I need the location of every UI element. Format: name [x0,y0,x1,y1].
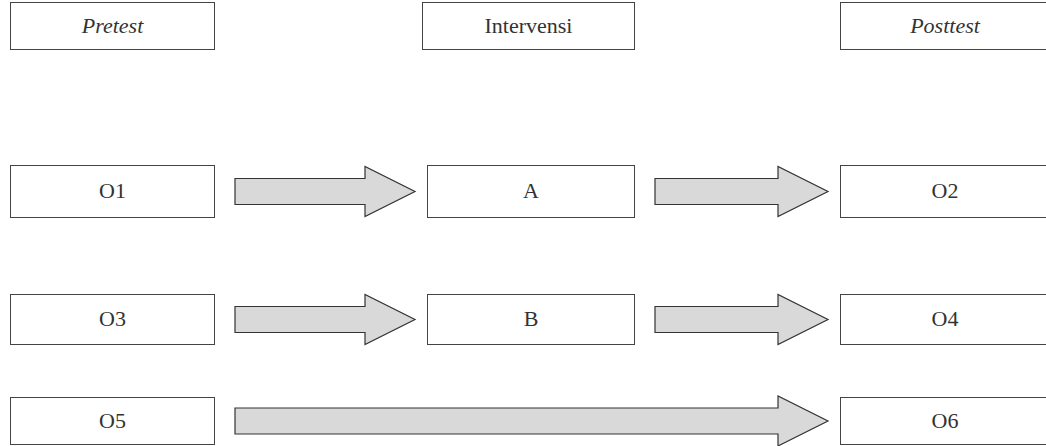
block-arrow [235,167,415,217]
column-heading: Posttest [910,14,980,38]
box-label: O2 [932,179,959,203]
box-label: O5 [99,409,126,433]
box-label: A [523,179,539,203]
observation-box: O4 [840,294,1046,345]
observation-box: O2 [840,165,1046,218]
box-label: B [524,307,539,331]
observation-box: O6 [840,397,1046,445]
block-arrow [655,295,828,345]
observation-box: O3 [10,294,215,345]
column-heading: Pretest [82,14,144,38]
intervention-box: B [427,294,635,345]
observation-box: O5 [10,397,215,445]
header-box: Pretest [10,2,215,50]
block-arrow [655,167,828,217]
column-heading: Intervensi [485,14,573,38]
header-box: Intervensi [422,2,635,50]
header-box: Posttest [840,2,1046,50]
intervention-box: A [427,165,635,218]
block-arrow [235,396,828,446]
box-label: O6 [932,409,959,433]
box-label: O3 [99,307,126,331]
observation-box: O1 [10,165,215,218]
block-arrow [235,295,415,345]
box-label: O1 [99,179,126,203]
box-label: O4 [932,307,959,331]
